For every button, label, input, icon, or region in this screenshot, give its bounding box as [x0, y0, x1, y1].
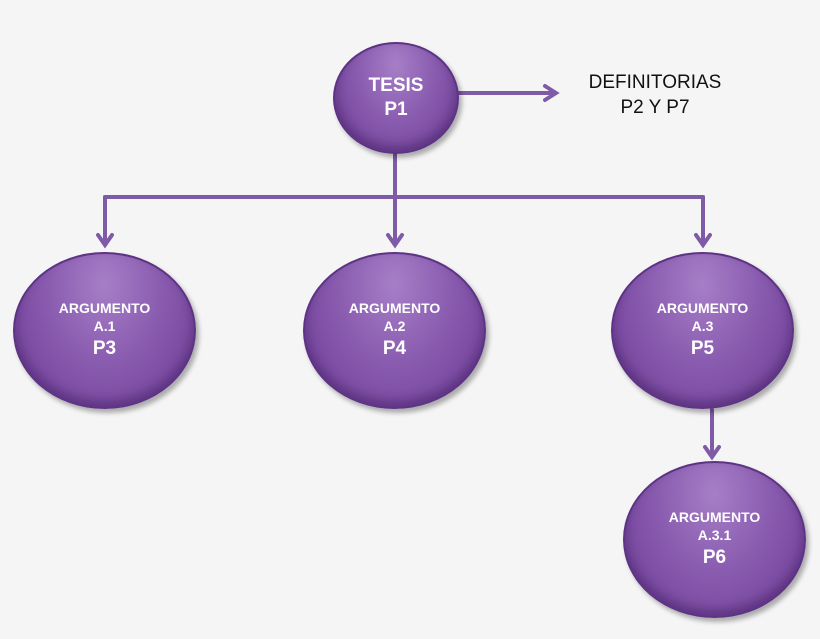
argument-code: P6: [702, 547, 727, 569]
argument-node-a1: ARGUMENTO A.1 P3: [13, 252, 196, 409]
thesis-node: TESIS P1: [333, 42, 459, 154]
argument-label: A.2: [383, 317, 406, 334]
definitorias-note: DEFINITORIAS P2 Y P7: [560, 71, 750, 120]
argument-title: ARGUMENTO: [656, 300, 749, 317]
argument-code: P4: [382, 338, 407, 360]
argument-label: A.3: [691, 317, 714, 334]
argument-title: ARGUMENTO: [58, 300, 151, 317]
argument-label: A.3.1: [697, 526, 732, 543]
arrowhead-side-note: [543, 84, 560, 102]
argument-node-a31: ARGUMENTO A.3.1 P6: [623, 461, 806, 618]
argument-node-a2: ARGUMENTO A.2 P4: [303, 252, 486, 409]
arrowhead-a31: [703, 445, 721, 461]
argument-label: A.1: [93, 317, 116, 334]
side-note-line1: DEFINITORIAS: [588, 72, 722, 93]
arrowhead-a1: [96, 233, 114, 249]
arrowhead-a3: [694, 233, 712, 249]
argument-node-a3: ARGUMENTO A.3 P5: [611, 252, 794, 409]
argument-title: ARGUMENTO: [668, 509, 761, 526]
argument-title: ARGUMENTO: [348, 300, 441, 317]
side-note-line2: P2 Y P7: [620, 96, 690, 118]
thesis-title: TESIS: [368, 75, 424, 97]
thesis-code: P1: [384, 99, 408, 120]
argument-code: P5: [690, 338, 715, 360]
arrowhead-a2: [386, 233, 404, 249]
argument-code: P3: [92, 338, 117, 360]
